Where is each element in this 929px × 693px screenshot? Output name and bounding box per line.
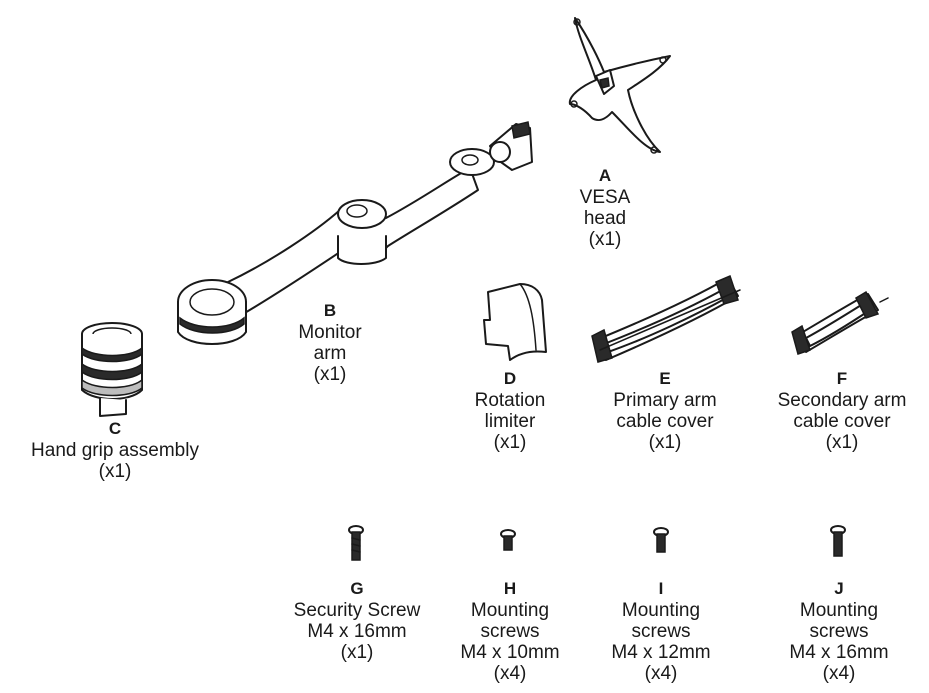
part-description: Mounting xyxy=(799,600,879,621)
part-letter: G xyxy=(350,579,364,598)
screw-10mm-illustration xyxy=(500,529,516,551)
monitor-arm-illustration xyxy=(177,121,533,345)
part-quantity: (x1) xyxy=(648,432,682,453)
part-label-j: J Mounting screws M4 x 16mm (x4) xyxy=(778,578,900,684)
part-description: Monitor xyxy=(298,322,362,343)
secondary-cable-cover-illustration xyxy=(791,290,889,355)
part-quantity: (x4) xyxy=(644,663,678,684)
part-description: arm xyxy=(313,343,347,364)
part-description: screws xyxy=(631,621,691,642)
part-letter: D xyxy=(503,369,517,388)
part-letter: A xyxy=(598,166,612,185)
part-label-b: B Monitor arm (x1) xyxy=(270,300,390,385)
part-quantity: (x1) xyxy=(340,642,374,663)
part-description: Mounting xyxy=(470,600,550,621)
part-letter: B xyxy=(323,301,337,320)
part-quantity: (x1) xyxy=(313,364,347,385)
part-letter: I xyxy=(658,579,664,598)
part-description: limiter xyxy=(484,411,536,432)
part-description: cable cover xyxy=(616,411,714,432)
part-description: Security Screw xyxy=(293,600,421,621)
part-letter: J xyxy=(834,579,844,598)
part-description: M4 x 16mm xyxy=(307,621,407,642)
part-description: screws xyxy=(480,621,540,642)
part-description: screws xyxy=(809,621,869,642)
part-quantity: (x1) xyxy=(588,229,622,250)
part-description: Primary arm xyxy=(613,390,717,411)
part-letter: C xyxy=(108,419,122,438)
rotation-limiter-illustration xyxy=(483,283,547,361)
part-quantity: (x1) xyxy=(98,461,132,482)
screw-16mm-illustration xyxy=(830,525,846,557)
part-description: cable cover xyxy=(793,411,891,432)
part-description: Secondary arm xyxy=(777,390,907,411)
screw-12mm-illustration xyxy=(653,527,669,553)
part-quantity: (x1) xyxy=(493,432,527,453)
hand-grip-illustration xyxy=(81,322,143,417)
primary-cable-cover-illustration xyxy=(591,274,741,363)
part-quantity: (x1) xyxy=(825,432,859,453)
part-letter: E xyxy=(659,369,671,388)
part-label-a: A VESA head (x1) xyxy=(560,165,650,250)
part-letter: F xyxy=(836,369,848,388)
part-label-e: E Primary arm cable cover (x1) xyxy=(590,368,740,453)
part-label-d: D Rotation limiter (x1) xyxy=(450,368,570,453)
part-quantity: (x4) xyxy=(493,663,527,684)
part-description: Rotation xyxy=(474,390,546,411)
part-quantity: (x4) xyxy=(822,663,856,684)
part-description: head xyxy=(583,208,627,229)
vesa-head-illustration xyxy=(568,17,671,154)
part-description: M4 x 16mm xyxy=(789,642,889,663)
part-description: Mounting xyxy=(621,600,701,621)
part-label-f: F Secondary arm cable cover (x1) xyxy=(760,368,924,453)
part-description: Hand grip assembly xyxy=(31,440,199,461)
part-label-g: G Security Screw M4 x 16mm (x1) xyxy=(280,578,434,663)
part-description: M4 x 12mm xyxy=(611,642,711,663)
part-description: VESA xyxy=(579,187,631,208)
part-label-h: H Mounting screws M4 x 10mm (x4) xyxy=(450,578,570,684)
part-label-i: I Mounting screws M4 x 12mm (x4) xyxy=(600,578,722,684)
part-description: M4 x 10mm xyxy=(460,642,560,663)
part-letter: H xyxy=(503,579,517,598)
security-screw-illustration xyxy=(348,525,364,561)
part-label-c: C Hand grip assembly (x1) xyxy=(5,418,225,482)
